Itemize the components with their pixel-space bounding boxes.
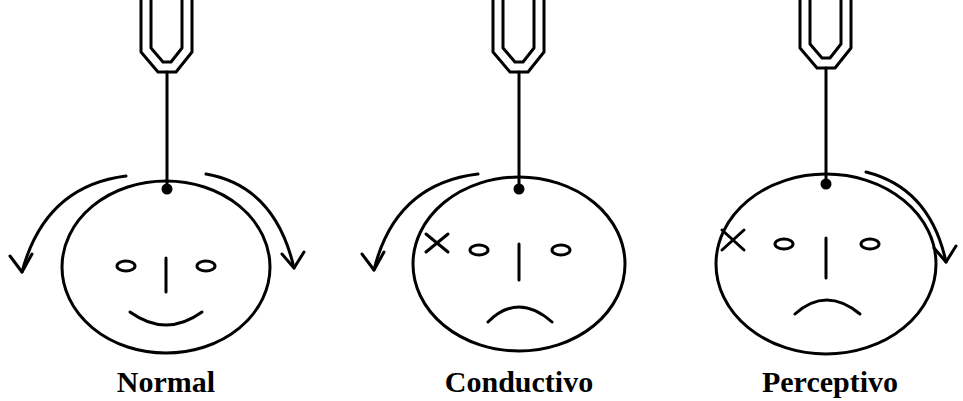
tuning-fork — [800, 0, 851, 188]
tuning-fork — [141, 0, 192, 193]
perceptive-face — [716, 174, 936, 354]
sound-arrow — [362, 174, 478, 270]
caption-label: Normal — [117, 365, 215, 398]
tuning-fork — [493, 0, 544, 193]
sound-arrow — [10, 174, 304, 272]
sound-arrow — [866, 172, 956, 262]
conductive-face — [413, 177, 625, 351]
normal-face — [62, 181, 270, 353]
caption-label: Perceptivo — [762, 365, 898, 398]
caption-label: Conductivo — [445, 365, 593, 398]
